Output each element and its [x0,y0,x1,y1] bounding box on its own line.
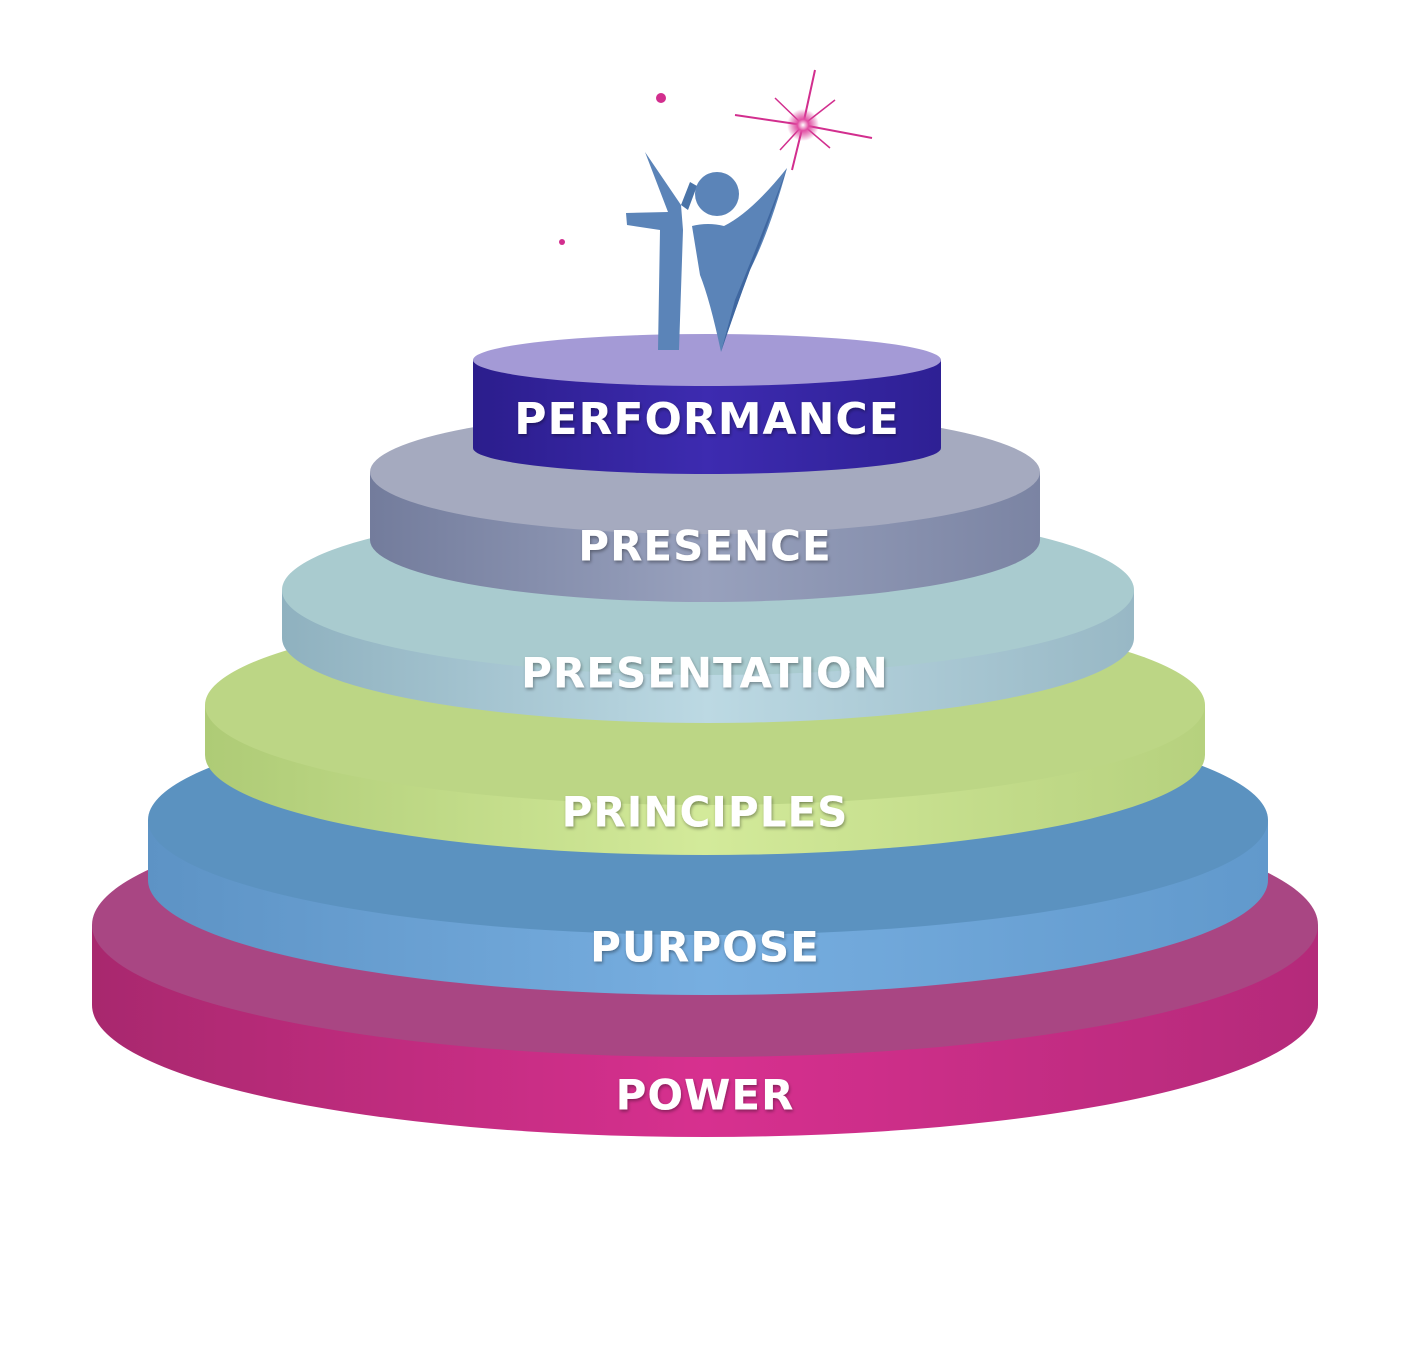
tier-label-presentation: PRESENTATION [521,649,889,698]
sparkle-dot-large [656,93,666,103]
tier-label-principles: PRINCIPLES [562,788,849,837]
person-raising-arm-with-star-icon [626,152,787,352]
sparkle-dot-small [559,239,565,245]
sparkle-icon [734,69,873,171]
tier-label-power: POWER [616,1071,795,1120]
tier-performance: PERFORMANCE [473,334,941,474]
tier-label-performance: PERFORMANCE [514,394,900,445]
tier-label-purpose: PURPOSE [590,923,820,972]
tier-label-presence: PRESENCE [578,522,831,571]
